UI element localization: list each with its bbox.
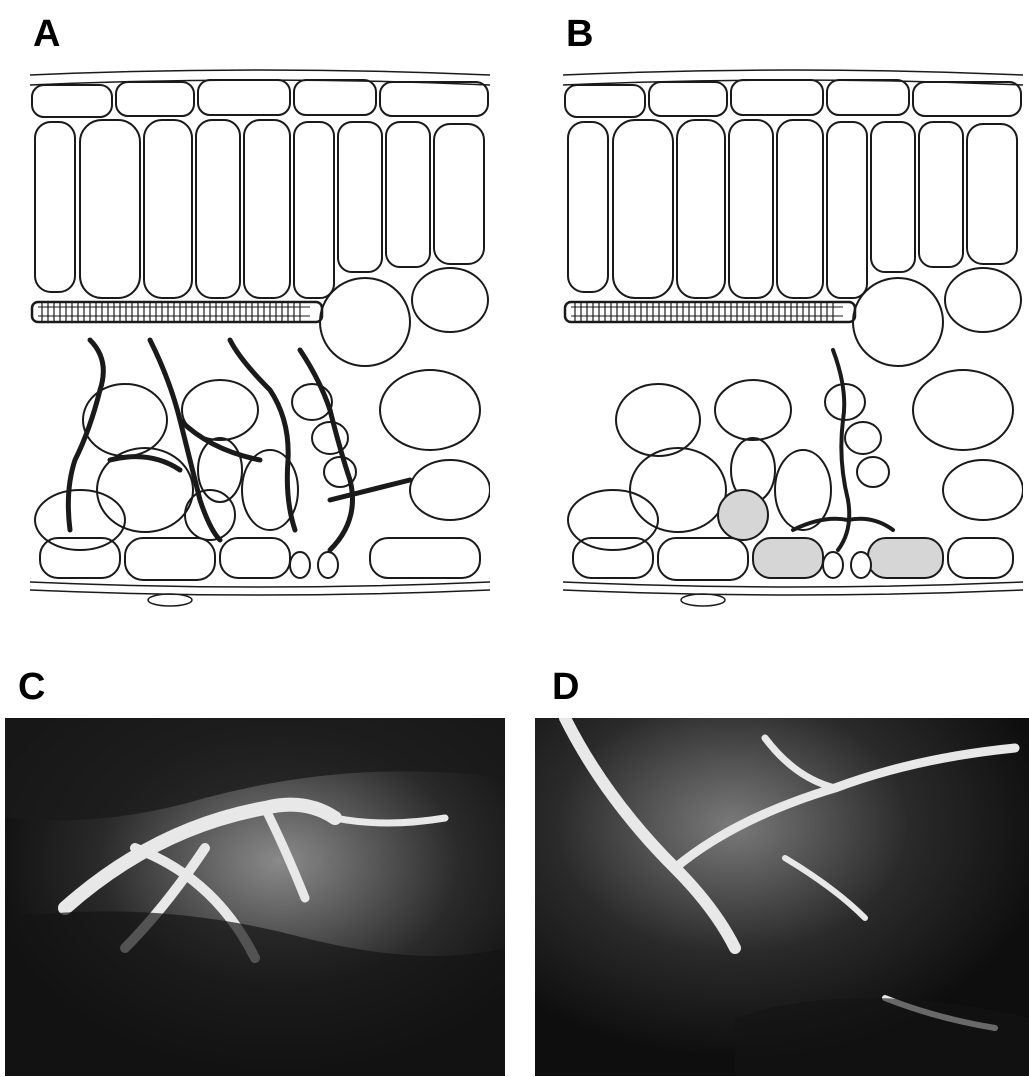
panel-label-b: B [566, 15, 593, 53]
panel-label-d: D [552, 668, 579, 706]
panel-a-leaf-section-drawing [30, 60, 490, 620]
panel-label-c: C [18, 668, 45, 706]
panel-b-leaf-section-drawing [563, 60, 1023, 620]
panel-c-micrograph [5, 718, 505, 1076]
panel-d-micrograph [535, 718, 1029, 1076]
panel-label-a: A [33, 15, 60, 53]
